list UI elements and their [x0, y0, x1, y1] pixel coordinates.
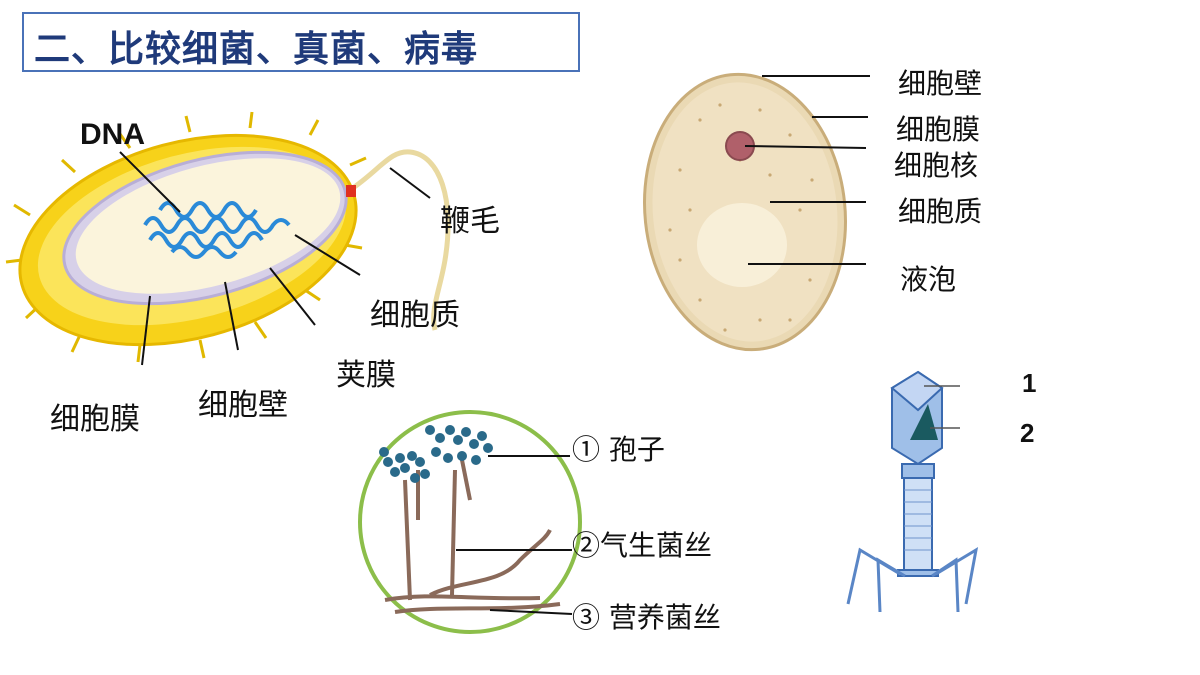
bacterium-cytoplasm-label: 细胞质	[370, 298, 460, 333]
virus-part-2-label: 2	[1020, 418, 1035, 448]
bacterium-cell-membrane-label: 细胞膜	[50, 402, 140, 437]
tail-sheath-rings	[904, 489, 932, 551]
yeast-cell-membrane-label: 细胞膜	[896, 113, 981, 146]
flagellum-shape	[348, 149, 451, 331]
title-box: 二、比较细菌、真菌、病毒	[22, 12, 580, 72]
yeast-leader-lines	[744, 75, 870, 265]
mold-leader-lines	[456, 455, 573, 615]
bacterium-leader-lines	[119, 151, 431, 366]
yeast-illustration	[643, 72, 870, 352]
mold-illustration	[358, 410, 582, 634]
yeast-nucleus-label: 细胞核	[894, 149, 979, 182]
page-title: 二、比较细菌、真菌、病毒	[34, 29, 479, 70]
tail-fibers	[846, 547, 979, 613]
mold-vegetative-hyphae-label: ③ 营养菌丝	[572, 601, 721, 634]
spore-heads	[379, 425, 493, 483]
bacterium-flagellum-label: 鞭毛	[440, 204, 500, 239]
yeast-cytoplasm-label: 细胞质	[898, 195, 983, 228]
virus-part-1-label: 1	[1022, 368, 1037, 398]
bacterium-illustration	[5, 111, 451, 366]
yeast-vacuole-label: 液泡	[900, 263, 957, 296]
mold-spore-label: ① 孢子	[572, 433, 665, 466]
virus-leader-lines	[924, 385, 960, 429]
bacterium-cell-wall-label: 细胞壁	[198, 388, 288, 423]
dna-coil	[143, 201, 291, 259]
virus-illustration	[846, 370, 979, 613]
yeast-cell-wall-label: 细胞壁	[898, 67, 983, 100]
bacterium-dna-label: DNA	[80, 118, 145, 151]
mold-aerial-hyphae-label: ②气生菌丝	[572, 529, 713, 562]
bacterium-capsule-label: 荚膜	[336, 358, 396, 393]
